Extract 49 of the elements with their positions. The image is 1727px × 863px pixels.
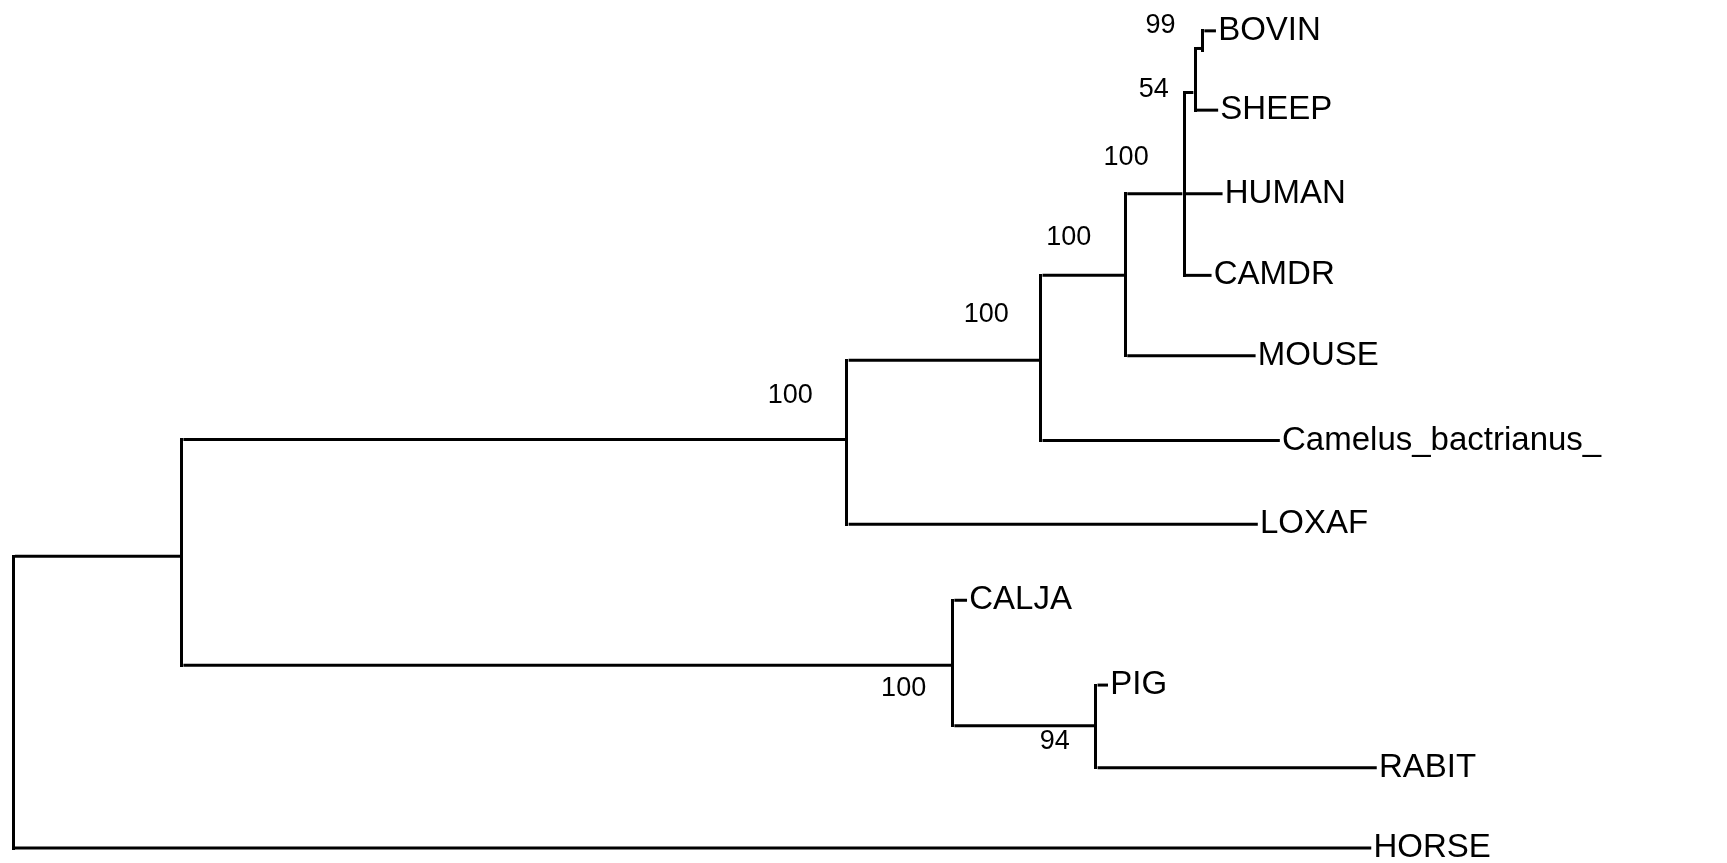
taxon-label: CAMDR <box>1213 255 1335 292</box>
taxon-label: SHEEP <box>1220 90 1333 127</box>
taxon-label: HUMAN <box>1224 173 1346 210</box>
taxon-label: MOUSE <box>1257 335 1379 372</box>
branch-line <box>1185 192 1223 196</box>
taxon-label: PIG <box>1110 665 1168 702</box>
branch-line <box>14 554 181 558</box>
branch-line <box>1042 439 1280 443</box>
branch-node <box>1094 683 1098 770</box>
taxon-label: HORSE <box>1373 828 1491 863</box>
branch-line <box>954 724 1095 728</box>
bootstrap-value: 94 <box>1039 725 1070 756</box>
branch-node <box>11 554 15 850</box>
bootstrap-value: 100 <box>963 297 1009 328</box>
branch-line <box>1196 46 1202 50</box>
branch-line <box>14 846 1372 850</box>
branch-line <box>954 598 968 602</box>
branch-line <box>183 437 846 441</box>
branch-line <box>1196 108 1219 112</box>
branch-node <box>180 437 184 667</box>
taxon-label: BOVIN <box>1218 10 1321 47</box>
bootstrap-value: 100 <box>1103 141 1149 172</box>
branch-node <box>1039 273 1043 443</box>
branch-node <box>845 358 849 526</box>
bootstrap-value: 99 <box>1145 9 1176 40</box>
branch-node <box>1124 192 1128 358</box>
bootstrap-value: 54 <box>1138 73 1169 104</box>
branch-node <box>1193 46 1197 112</box>
branch-line <box>1097 766 1377 770</box>
branch-line <box>848 522 1258 526</box>
branch-node <box>951 598 955 728</box>
branch-line <box>183 663 952 667</box>
branch-line <box>1127 192 1183 196</box>
branch-node <box>1182 91 1186 277</box>
bootstrap-value: 100 <box>767 379 813 410</box>
branch-line <box>1042 273 1124 277</box>
branch-node <box>1201 29 1205 53</box>
bootstrap-value: 100 <box>881 672 927 703</box>
taxon-label: LOXAF <box>1260 504 1369 541</box>
branch-line <box>848 358 1040 362</box>
taxon-label: Camelus_bactrianus_ <box>1282 420 1602 457</box>
branch-line <box>1185 91 1194 94</box>
branch-line <box>1097 683 1108 687</box>
taxon-label: CALJA <box>969 580 1072 617</box>
branch-line <box>1127 354 1256 358</box>
branch-line <box>1185 273 1212 277</box>
bootstrap-value: 100 <box>1046 220 1092 251</box>
taxon-label: RABIT <box>1378 747 1477 784</box>
branch-line <box>1204 29 1216 33</box>
